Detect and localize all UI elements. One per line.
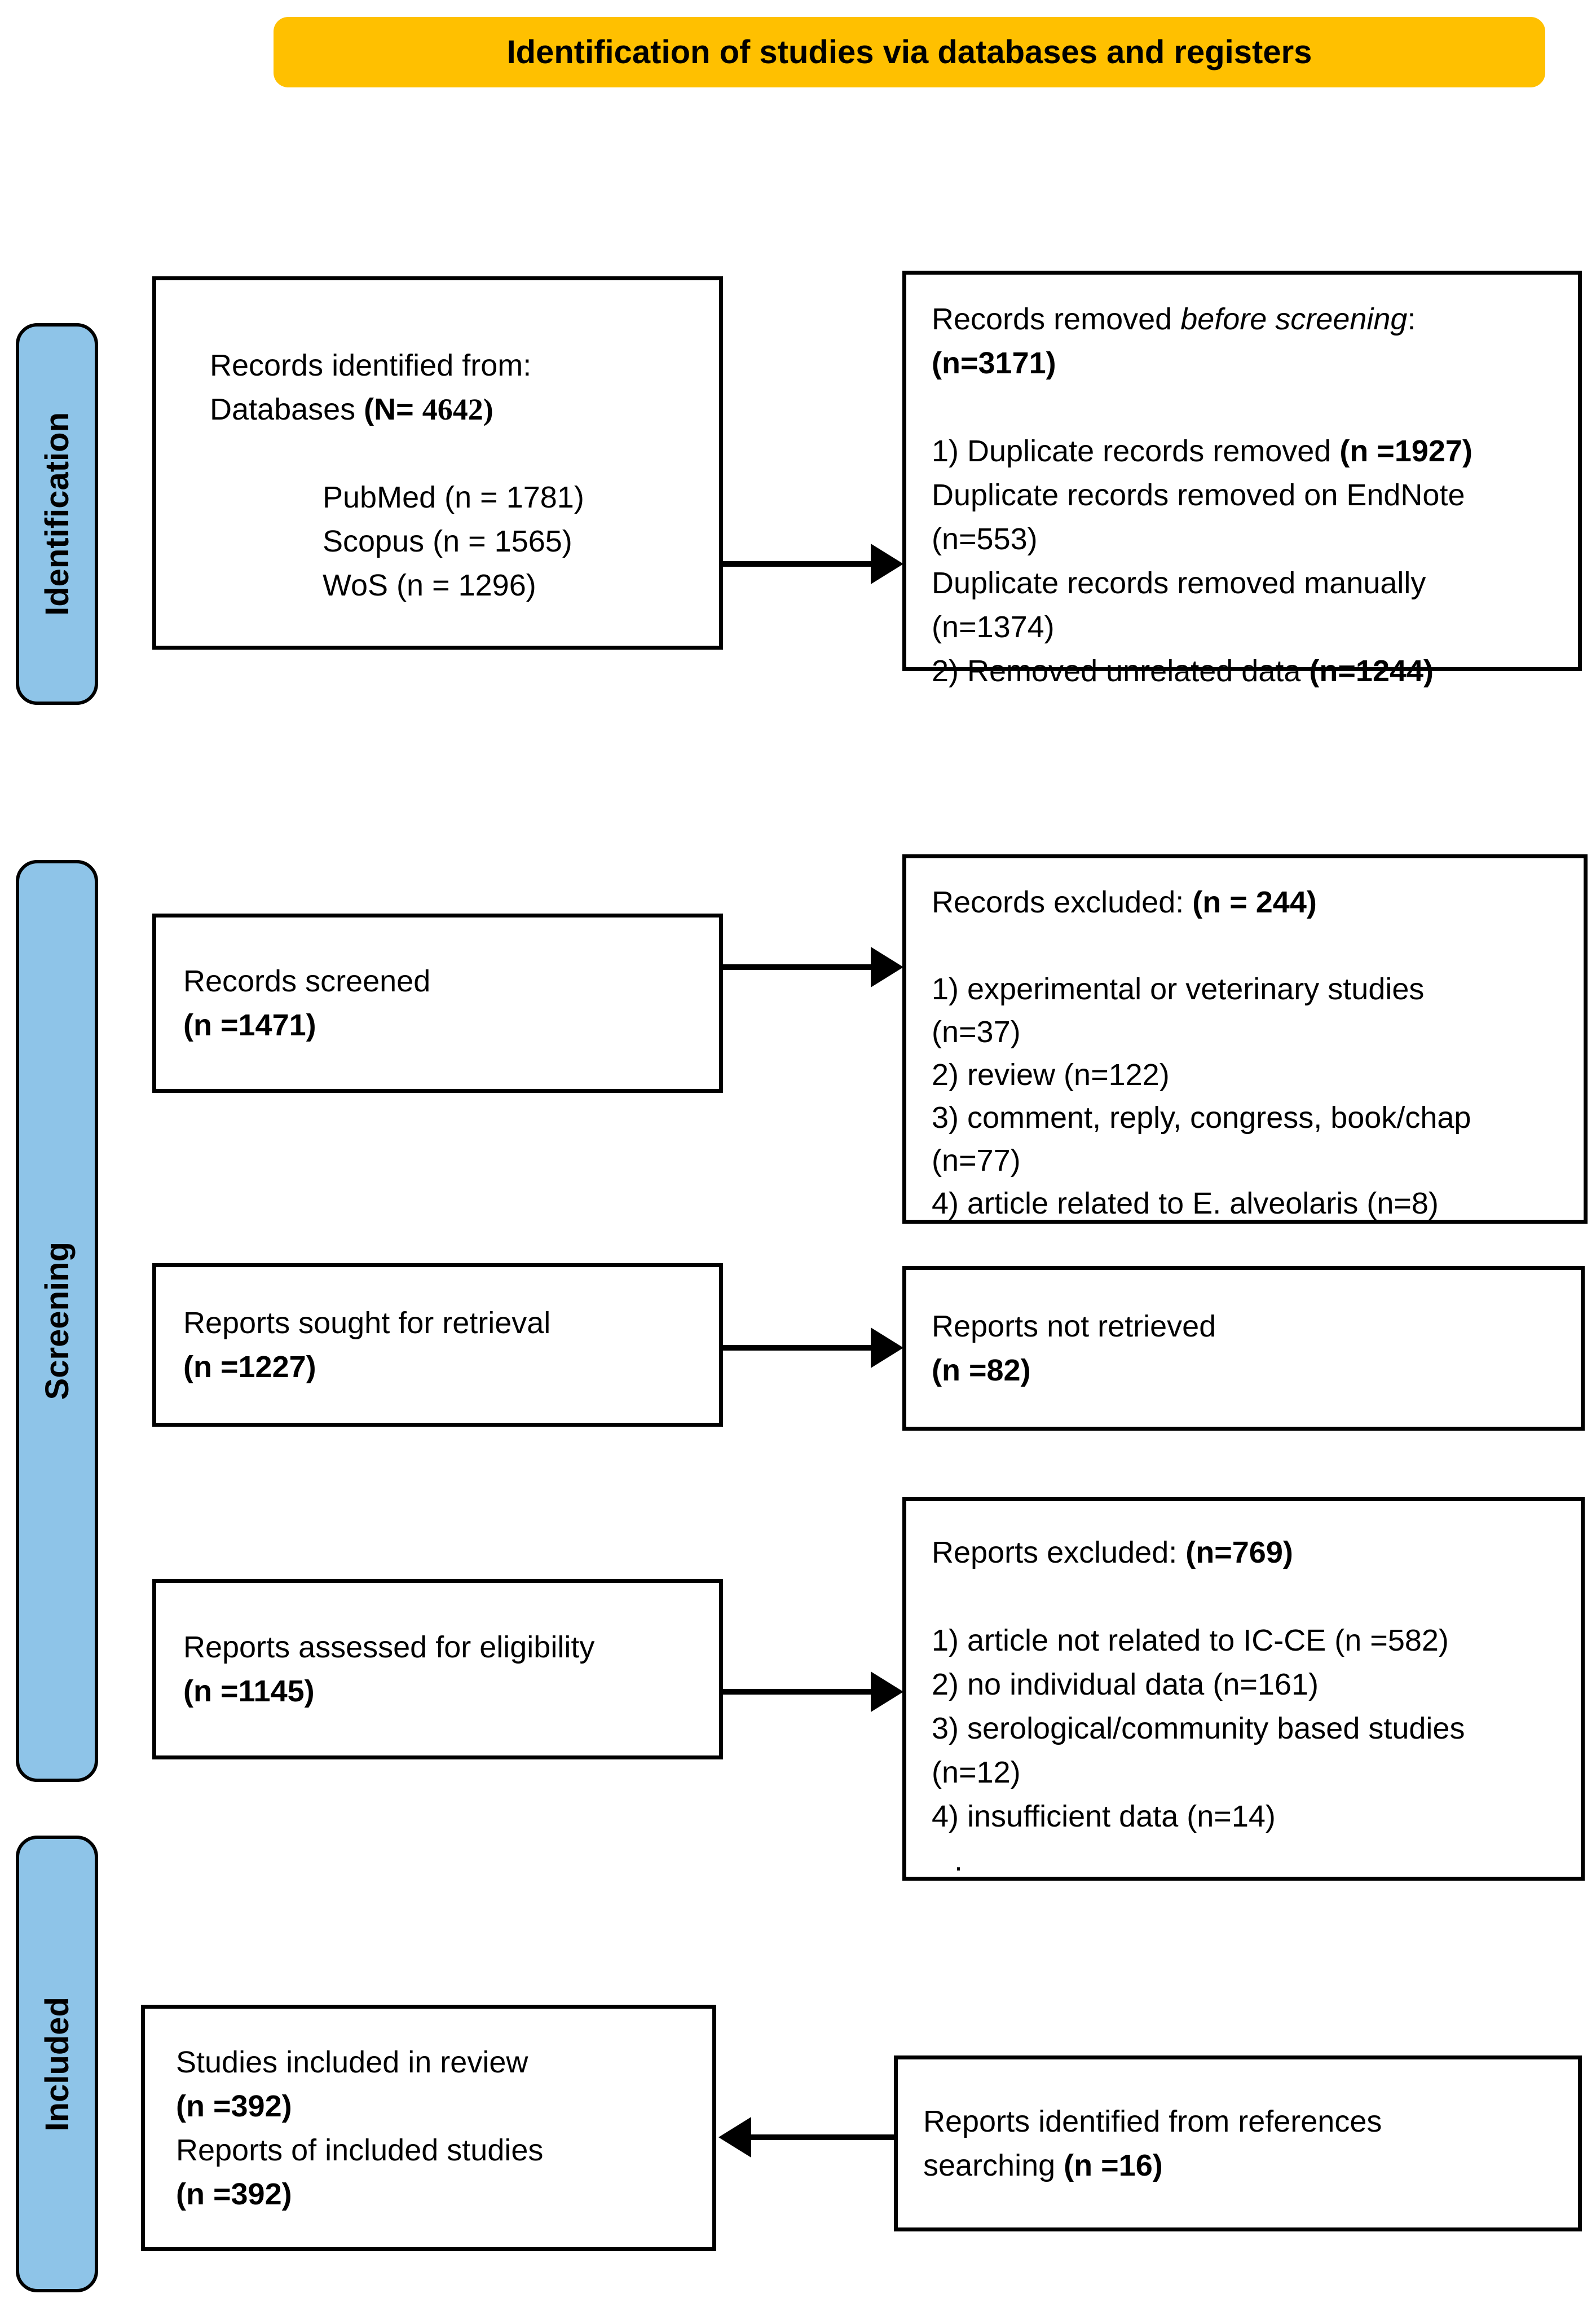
reports-excluded-stray-period: . bbox=[954, 1843, 963, 1877]
records-screened-label: Records screened bbox=[183, 964, 431, 998]
references-search-line2: searching (n =16) bbox=[923, 2143, 1578, 2187]
reports-excluded-item1: 1) article not related to IC-CE (n =582) bbox=[932, 1624, 1449, 1657]
box-references-search: Reports identified from references searc… bbox=[894, 2055, 1582, 2231]
box-reports-assessed: Reports assessed for eligibility (n =114… bbox=[152, 1579, 723, 1759]
box-records-identified: Records identified from: Databases (N= 4… bbox=[152, 276, 723, 650]
arrow-assessed-to-excluded-head-icon bbox=[871, 1671, 903, 1712]
records-excluded-count: (n = 244) bbox=[1192, 885, 1317, 919]
stage-label-included: Included bbox=[38, 1996, 76, 2132]
reports-excluded-heading: Reports excluded: (n=769) bbox=[932, 1530, 1569, 1574]
records-identified-line2-plain: Databases bbox=[210, 392, 364, 426]
arrow-references-to-included-line bbox=[750, 2134, 894, 2140]
records-excluded-head-text: Records excluded: bbox=[932, 885, 1193, 919]
spacer bbox=[932, 924, 1572, 968]
records-identified-line2-bold: (N= bbox=[364, 392, 422, 426]
stage-bar-identification: Identification bbox=[16, 323, 98, 705]
arrow-sought-to-not-retrieved-head-icon bbox=[871, 1327, 903, 1368]
records-removed-item6: 2) Removed unrelated data (n=1244) bbox=[932, 649, 1567, 693]
records-excluded-item1: 1) experimental or veterinary studies bbox=[932, 972, 1425, 1006]
records-excluded-heading: Records excluded: (n = 244) bbox=[932, 881, 1572, 924]
records-excluded-item4: 4) article related to E. alveolaris (n=8… bbox=[932, 1186, 1439, 1220]
reports-excluded-item2: 2) no individual data (n=161) bbox=[932, 1668, 1319, 1701]
records-removed-item6-count: (n=1244) bbox=[1309, 654, 1434, 688]
records-removed-item2: Duplicate records removed on EndNote bbox=[932, 478, 1465, 512]
records-removed-head-colon: : bbox=[1407, 302, 1416, 336]
stage-label-screening: Screening bbox=[38, 1242, 76, 1400]
reports-sought-label: Reports sought for retrieval bbox=[183, 1306, 551, 1340]
records-screened-count: (n =1471) bbox=[183, 1008, 316, 1042]
arrow-screened-to-excluded-line bbox=[723, 964, 874, 970]
studies-included-count: (n =392) bbox=[176, 2089, 292, 2123]
records-excluded-item3-count: (n=77) bbox=[932, 1144, 1021, 1177]
reports-not-retrieved-count: (n =82) bbox=[932, 1353, 1031, 1387]
database-count-wos: WoS (n = 1296) bbox=[323, 568, 536, 602]
records-identified-line2: Databases (N= 4642) bbox=[210, 387, 702, 431]
records-removed-item5: (n=1374) bbox=[932, 610, 1055, 644]
records-excluded-item1-count: (n=37) bbox=[932, 1015, 1021, 1049]
arrow-identified-to-removed-line bbox=[723, 561, 874, 567]
arrow-references-to-included-head-icon bbox=[718, 2117, 751, 2158]
box-records-screened: Records screened (n =1471) bbox=[152, 914, 723, 1093]
arrow-screened-to-excluded-head-icon bbox=[871, 947, 903, 987]
records-removed-head-italic: before screening bbox=[1180, 302, 1408, 336]
records-excluded-item3: 3) comment, reply, congress, book/chap bbox=[932, 1101, 1471, 1135]
title-banner: Identification of studies via databases … bbox=[274, 17, 1545, 87]
references-search-line1: Reports identified from references bbox=[923, 2105, 1382, 2138]
box-reports-excluded: Reports excluded: (n=769) 1) article not… bbox=[902, 1497, 1585, 1881]
database-count-pubmed: PubMed (n = 1781) bbox=[323, 480, 584, 514]
records-removed-item1-text: 1) Duplicate records removed bbox=[932, 434, 1340, 468]
records-identified-total-count: 4642) bbox=[422, 392, 493, 426]
references-search-line2-text: searching bbox=[923, 2149, 1064, 2182]
reports-excluded-item4: 4) insufficient data (n=14) bbox=[932, 1799, 1276, 1833]
stage-bar-screening: Screening bbox=[16, 860, 98, 1782]
box-records-excluded: Records excluded: (n = 244) 1) experimen… bbox=[902, 854, 1588, 1224]
reports-excluded-head-text: Reports excluded: bbox=[932, 1536, 1186, 1569]
reports-included-label: Reports of included studies bbox=[176, 2133, 544, 2167]
reports-excluded-item3-count: (n=12) bbox=[932, 1755, 1021, 1789]
arrow-identified-to-removed-head-icon bbox=[871, 544, 903, 584]
records-removed-item1-count: (n =1927) bbox=[1339, 434, 1472, 468]
reports-assessed-count: (n =1145) bbox=[183, 1674, 315, 1708]
reports-excluded-item3: 3) serological/community based studies bbox=[932, 1711, 1465, 1745]
box-reports-sought: Reports sought for retrieval (n =1227) bbox=[152, 1263, 723, 1427]
reports-excluded-count: (n=769) bbox=[1185, 1536, 1293, 1569]
arrow-assessed-to-excluded-line bbox=[723, 1689, 874, 1695]
spacer bbox=[210, 431, 702, 475]
references-search-count: (n =16) bbox=[1064, 2149, 1163, 2182]
studies-included-label: Studies included in review bbox=[176, 2045, 528, 2079]
box-studies-included: Studies included in review (n =392) Repo… bbox=[141, 2005, 716, 2251]
records-removed-head-plain: Records removed bbox=[932, 302, 1181, 336]
records-removed-item4: Duplicate records removed manually bbox=[932, 566, 1426, 600]
box-reports-not-retrieved: Reports not retrieved (n =82) bbox=[902, 1266, 1585, 1431]
reports-included-count: (n =392) bbox=[176, 2177, 292, 2211]
arrow-sought-to-not-retrieved-line bbox=[723, 1345, 874, 1351]
records-removed-item6-text: 2) Removed unrelated data bbox=[932, 654, 1310, 688]
stage-label-identification: Identification bbox=[38, 412, 76, 616]
records-removed-item1: 1) Duplicate records removed (n =1927) bbox=[932, 429, 1567, 473]
database-count-scopus: Scopus (n = 1565) bbox=[323, 524, 572, 558]
box-records-removed: Records removed before screening: (n=317… bbox=[902, 271, 1582, 688]
records-removed-heading: Records removed before screening: bbox=[932, 297, 1567, 341]
spacer bbox=[932, 1574, 1569, 1618]
reports-not-retrieved-label: Reports not retrieved bbox=[932, 1309, 1216, 1343]
stage-bar-included: Included bbox=[16, 1836, 98, 2292]
records-identified-line1: Records identified from: bbox=[210, 349, 532, 382]
spacer bbox=[932, 385, 1567, 429]
reports-sought-count: (n =1227) bbox=[183, 1350, 316, 1384]
records-removed-item3: (n=553) bbox=[932, 522, 1038, 556]
reports-assessed-label: Reports assessed for eligibility bbox=[183, 1630, 595, 1664]
records-excluded-item2: 2) review (n=122) bbox=[932, 1058, 1170, 1092]
records-removed-count: (n=3171) bbox=[932, 346, 1056, 380]
page-title: Identification of studies via databases … bbox=[506, 34, 1312, 70]
